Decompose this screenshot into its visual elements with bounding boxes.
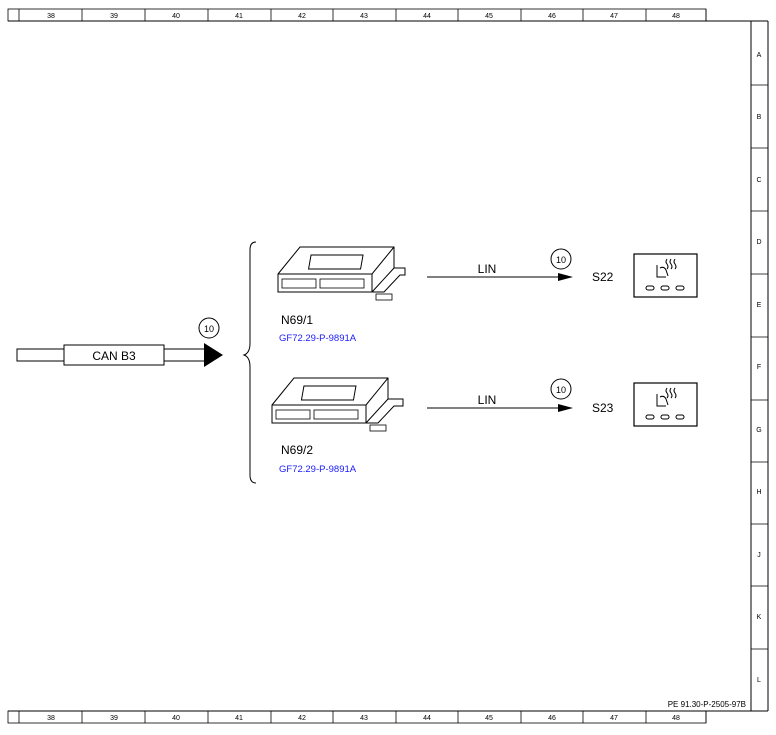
column-label-46: 46 <box>548 13 556 20</box>
lin-ref-number: 10 <box>556 255 566 265</box>
lin-arrow-icon <box>558 404 573 412</box>
row-label-l: L <box>757 677 761 684</box>
control-unit-icon <box>271 377 404 432</box>
switch-id: S23 <box>592 401 614 415</box>
lin-line-2: LIN 10 <box>427 378 573 412</box>
bus-ref-number: 10 <box>204 324 214 334</box>
column-label-40: 40 <box>172 13 180 20</box>
bottom-column-ruler: 38 39 40 41 42 43 44 45 46 47 48 <box>7 710 768 724</box>
column-label-47: 47 <box>610 13 618 20</box>
module-group-bracket <box>242 241 257 484</box>
switch-s23[interactable]: S23 <box>592 382 698 427</box>
column-label-40: 40 <box>172 715 180 722</box>
row-label-g: G <box>756 427 761 434</box>
control-module-n69-1[interactable]: N69/1 GF72.29-P-9891A <box>277 246 406 344</box>
module-id: N69/2 <box>281 443 313 457</box>
lin-label: LIN <box>478 393 497 407</box>
lin-ref-circle-icon <box>550 378 572 400</box>
column-label-42: 42 <box>298 715 306 722</box>
control-unit-icon <box>277 246 406 301</box>
row-label-a: A <box>757 52 762 59</box>
seat-heater-icon <box>645 258 685 291</box>
column-label-48: 48 <box>672 715 680 722</box>
column-label-38: 38 <box>47 715 55 722</box>
row-label-c: C <box>756 177 761 184</box>
lin-ref-circle-icon <box>550 248 572 270</box>
column-label-45: 45 <box>485 715 493 722</box>
document-number: PE 91.30-P-2505-97B <box>668 700 746 709</box>
column-label-46: 46 <box>548 715 556 722</box>
column-label-42: 42 <box>298 13 306 20</box>
column-label-44: 44 <box>423 715 431 722</box>
module-doc-link[interactable]: GF72.29-P-9891A <box>279 333 357 344</box>
row-label-b: B <box>757 114 762 121</box>
column-label-48: 48 <box>672 13 680 20</box>
row-label-e: E <box>757 302 762 309</box>
top-column-ruler: 38 39 40 41 42 43 44 45 46 47 48 <box>7 8 768 22</box>
column-label-45: 45 <box>485 13 493 20</box>
seat-heater-icon <box>645 387 685 420</box>
column-label-44: 44 <box>423 13 431 20</box>
switch-s22[interactable]: S22 <box>592 253 698 298</box>
row-label-f: F <box>757 364 761 371</box>
row-label-d: D <box>756 239 761 246</box>
column-label-41: 41 <box>235 13 243 20</box>
lin-line-1: LIN 10 <box>427 248 573 281</box>
column-label-41: 41 <box>235 715 243 722</box>
module-doc-link[interactable]: GF72.29-P-9891A <box>279 464 357 475</box>
lin-ref-number: 10 <box>556 385 566 395</box>
control-module-n69-2[interactable]: N69/2 GF72.29-P-9891A <box>271 377 404 475</box>
column-label-38: 38 <box>47 13 55 20</box>
row-label-h: H <box>756 489 761 496</box>
column-label-43: 43 <box>360 13 368 20</box>
lin-arrow-icon <box>558 273 573 281</box>
lin-label: LIN <box>478 262 497 276</box>
can-bus-label: CAN B3 <box>92 349 136 363</box>
column-label-39: 39 <box>110 13 118 20</box>
column-label-39: 39 <box>110 715 118 722</box>
bus-ref-circle-icon <box>198 317 220 339</box>
module-id: N69/1 <box>281 313 313 327</box>
row-label-j: J <box>757 552 761 559</box>
can-bus-b3: CAN B3 10 <box>16 317 223 367</box>
switch-id: S22 <box>592 270 614 284</box>
row-label-k: K <box>757 614 762 621</box>
right-row-ruler: A B C D E F G H J K L <box>750 21 769 711</box>
column-label-47: 47 <box>610 715 618 722</box>
bus-arrowhead-icon <box>204 343 223 367</box>
column-label-43: 43 <box>360 715 368 722</box>
